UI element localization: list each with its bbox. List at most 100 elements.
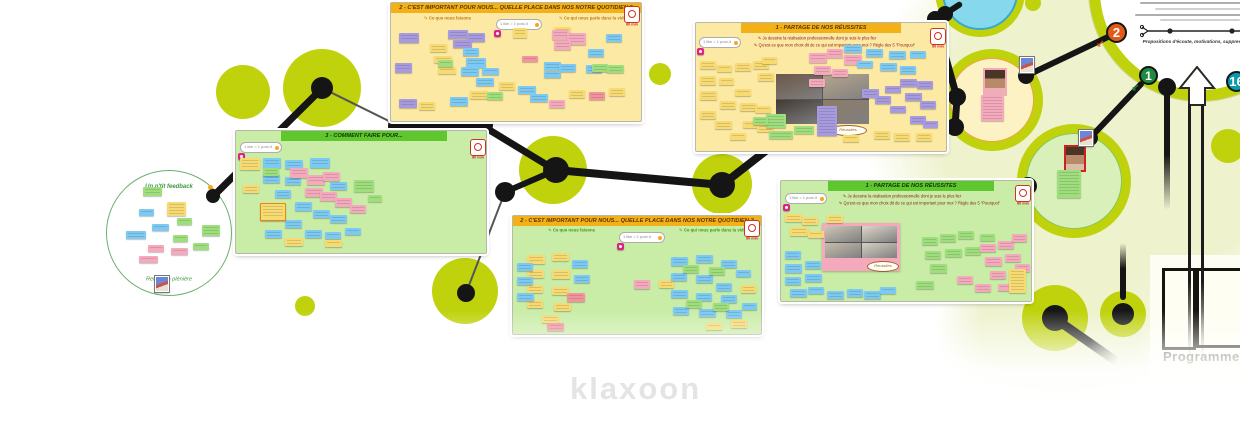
sticky-note[interactable] <box>758 73 774 81</box>
sticky-note[interactable] <box>700 91 717 100</box>
sticky-note[interactable] <box>544 62 561 70</box>
sticky-note[interactable] <box>735 63 751 71</box>
sticky-note[interactable] <box>730 133 746 140</box>
sticky-note[interactable] <box>139 209 154 216</box>
sticky-note[interactable] <box>126 231 146 239</box>
sticky-note[interactable] <box>171 248 188 255</box>
sticky-note[interactable] <box>513 28 527 38</box>
sticky-note[interactable] <box>552 30 569 40</box>
sticky-note[interactable] <box>285 220 302 228</box>
sticky-note[interactable] <box>567 293 585 302</box>
sticky-note[interactable] <box>709 267 725 275</box>
timer-sticker[interactable]: 60 min <box>470 139 486 160</box>
sticky-note[interactable] <box>720 101 736 109</box>
sticky-note[interactable] <box>399 33 419 43</box>
sticky-note[interactable] <box>671 290 688 298</box>
sticky-note[interactable] <box>295 202 312 211</box>
sticky-note[interactable] <box>527 300 543 308</box>
timer-sticker[interactable]: 60 min <box>744 220 760 241</box>
sticky-note[interactable] <box>323 172 340 181</box>
sticky-note[interactable] <box>263 175 280 183</box>
sticky-note[interactable] <box>522 56 538 62</box>
sticky-note[interactable] <box>476 78 494 86</box>
sticky-note[interactable] <box>305 188 323 197</box>
sticky-note[interactable] <box>368 195 382 202</box>
sticky-note[interactable] <box>290 168 308 178</box>
sticky-note[interactable] <box>482 68 499 75</box>
sticky-note[interactable] <box>588 49 604 57</box>
sticky-note[interactable] <box>193 243 209 250</box>
sticky-note[interactable] <box>275 190 291 198</box>
sticky-note[interactable] <box>243 185 259 193</box>
sticky-note[interactable] <box>263 168 279 176</box>
sticky-note[interactable] <box>487 92 503 100</box>
sticky-note[interactable] <box>769 131 793 139</box>
sticky-note[interactable] <box>554 303 571 311</box>
sticky-note[interactable] <box>589 92 605 100</box>
sticky-note[interactable] <box>527 285 543 293</box>
sticky-note[interactable] <box>354 180 374 192</box>
sticky-note[interactable] <box>552 253 569 261</box>
path-node[interactable] <box>457 284 475 302</box>
sticky-note[interactable] <box>260 203 286 221</box>
sticky-note[interactable] <box>143 187 162 196</box>
sticky-note[interactable] <box>696 255 713 263</box>
vote-sticker[interactable] <box>617 243 624 250</box>
sticky-note[interactable] <box>736 270 751 277</box>
vote-sticker[interactable] <box>697 48 704 55</box>
sticky-note[interactable] <box>438 60 453 67</box>
sticky-note[interactable] <box>741 285 756 293</box>
sticky-note[interactable] <box>430 44 447 52</box>
sticky-note[interactable] <box>325 240 342 247</box>
sticky-note[interactable] <box>713 303 729 311</box>
sticky-note[interactable] <box>717 65 732 72</box>
step-badge-2[interactable]: 2 <box>1106 22 1127 43</box>
sticky-note[interactable] <box>574 275 590 283</box>
sticky-note[interactable] <box>696 293 712 301</box>
sticky-note[interactable] <box>552 270 570 279</box>
sticky-note[interactable] <box>700 61 716 69</box>
sticky-note[interactable] <box>735 89 751 96</box>
sticky-note[interactable] <box>285 238 303 246</box>
step-badge-16[interactable]: 16 <box>1226 71 1240 92</box>
sticky-note[interactable] <box>463 48 479 56</box>
sticky-note[interactable] <box>173 235 188 242</box>
sticky-note[interactable] <box>671 273 687 281</box>
sticky-note[interactable] <box>719 78 734 85</box>
sticky-note[interactable] <box>335 198 352 207</box>
sticky-note[interactable] <box>167 202 186 216</box>
sticky-note[interactable] <box>518 86 536 94</box>
sticky-note[interactable] <box>307 175 325 185</box>
path-node[interactable] <box>495 182 515 202</box>
vote-sticker[interactable] <box>494 30 501 37</box>
sticky-note[interactable] <box>448 30 468 39</box>
path-node[interactable] <box>543 157 569 183</box>
sticky-note[interactable] <box>466 58 486 68</box>
image-sticker-3[interactable] <box>155 276 169 292</box>
sticky-note[interactable] <box>721 295 737 303</box>
vote-sticker[interactable] <box>783 204 790 211</box>
sticky-note[interactable] <box>755 106 771 113</box>
timer-sticker[interactable]: 60 min <box>624 6 640 27</box>
sticky-note[interactable] <box>310 158 330 168</box>
sticky-note[interactable] <box>715 121 732 129</box>
sticky-note[interactable] <box>517 293 534 301</box>
path-node[interactable] <box>709 172 735 198</box>
sticky-note[interactable] <box>592 64 608 72</box>
sticky-note[interactable] <box>461 67 479 76</box>
sticky-note[interactable] <box>700 76 716 85</box>
sticky-note[interactable] <box>152 224 169 231</box>
sticky-note[interactable] <box>572 260 588 268</box>
sticky-note[interactable] <box>285 177 301 185</box>
sticky-note[interactable] <box>766 114 786 128</box>
sticky-note[interactable] <box>419 102 435 110</box>
sticky-note[interactable] <box>470 91 488 99</box>
path-node[interactable] <box>206 189 220 203</box>
sticky-note[interactable] <box>567 33 586 45</box>
sticky-note[interactable] <box>671 257 688 266</box>
sticky-note[interactable] <box>740 103 757 111</box>
sticky-note[interactable] <box>177 218 192 225</box>
sticky-note[interactable] <box>716 283 732 291</box>
sticky-note[interactable] <box>320 192 337 201</box>
sticky-note[interactable] <box>325 232 341 239</box>
